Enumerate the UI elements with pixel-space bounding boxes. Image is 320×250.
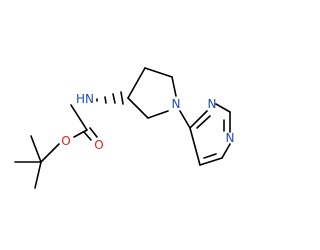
- chemical-structure: O O HN N N N: [14, 67, 235, 189]
- carbonyl-oxygen-label: O: [94, 138, 103, 152]
- amide-nh-label: HN: [76, 92, 94, 106]
- bond-py-inner-1: [196, 115, 211, 129]
- bond-c2-n1: [147, 110, 169, 119]
- tert-butyl-group: [14, 135, 60, 189]
- bond-py-c5-c4: [189, 127, 201, 166]
- hash-line-2: [104, 96, 107, 104]
- bond-py-c6-c5: [199, 157, 223, 166]
- bond-c4-c5: [144, 67, 173, 78]
- ester-oxygen-label: O: [61, 134, 70, 148]
- bond-tbu-methyl-top: [30, 135, 42, 163]
- bond-c3-c2: [127, 97, 149, 119]
- bond-carbonyl-double-1: [83, 131, 92, 141]
- stereo-hash-wedge: [96, 91, 124, 105]
- bond-c3-c4: [127, 67, 146, 99]
- bond-py-n1-c6: [221, 143, 231, 159]
- pyrimidine-nitrogen-3-label: N: [208, 97, 217, 111]
- pyrimidine-nitrogen-1-label: N: [226, 131, 235, 145]
- bond-carbonyl-double-2: [89, 127, 98, 138]
- bond-n1-pyrimidine: [179, 110, 191, 129]
- bond-py-n3-c2-a: [215, 103, 231, 113]
- bond-ester-o-carbonyl-c: [73, 129, 88, 138]
- bond-c5-n1: [171, 76, 177, 97]
- pyrrolidine-ring: [127, 67, 177, 119]
- bond-tbu-methyl-bottom: [34, 161, 42, 189]
- bond-carbonyl-c-nh: [70, 104, 88, 131]
- carbamate-group: [70, 104, 98, 141]
- pyrimidine-ring: [189, 103, 231, 166]
- bond-tbu-ester-o: [40, 143, 60, 163]
- bond-py-c4-n3: [189, 110, 208, 129]
- hash-line-4: [120, 91, 124, 105]
- hash-line-3: [112, 93, 116, 104]
- bond-py-inner-3: [203, 153, 217, 159]
- pyrrolidine-nitrogen-label: N: [172, 97, 181, 111]
